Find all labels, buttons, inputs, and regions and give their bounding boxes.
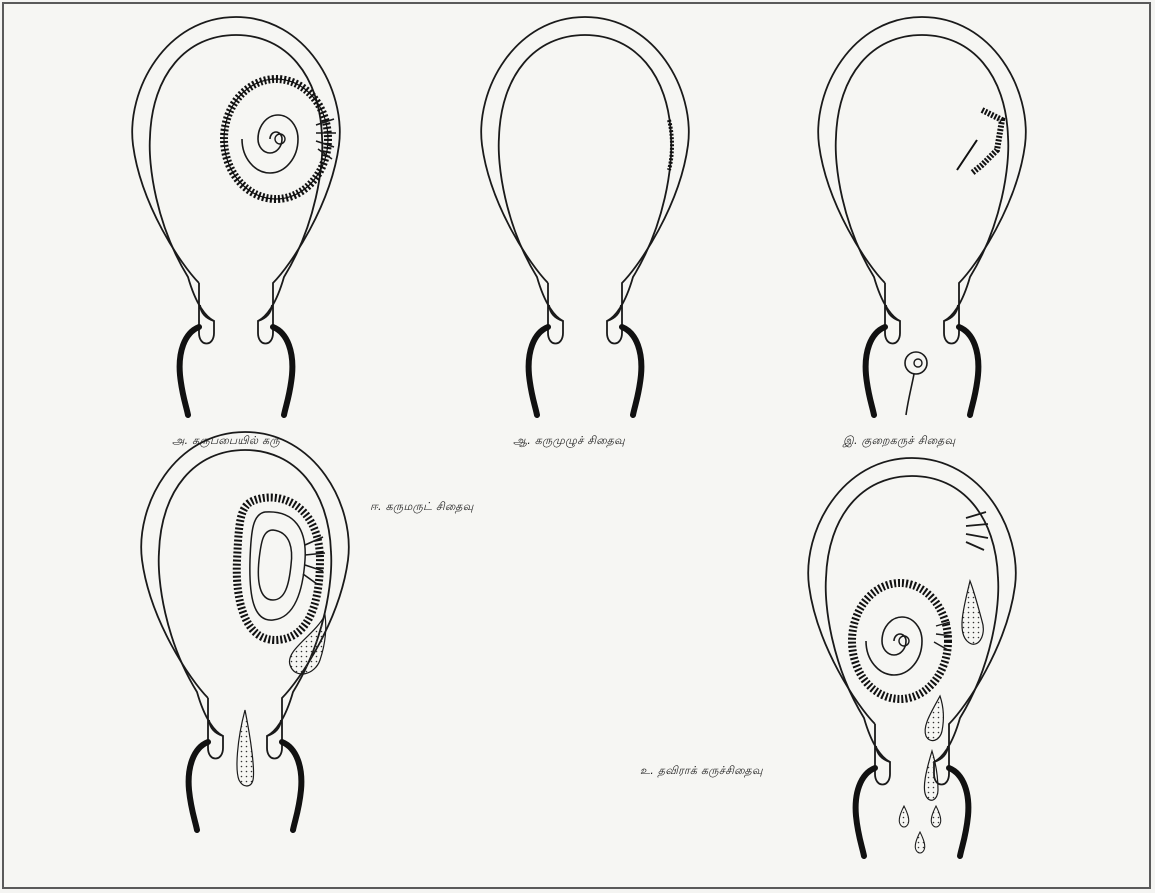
caption-aa: ஆ. கருமுழுச் சிதைவு xyxy=(513,434,625,449)
caption-a: அ. கருப்பையில் கரு xyxy=(172,434,280,449)
uterus-diagram-u xyxy=(808,458,1016,856)
uterus-diagram-ii xyxy=(141,432,349,830)
caption-ii: ஈ. கருமருட் சிதைவு xyxy=(370,500,474,515)
caption-u: உ. தவிராக் கருச்சிதைவு xyxy=(640,764,763,779)
uterus-diagram-a xyxy=(132,17,340,415)
uterus-diagram-aa xyxy=(481,17,689,415)
uterus-diagram-i xyxy=(818,17,1026,415)
caption-i: இ. குறைகருச் சிதைவு xyxy=(843,434,955,449)
